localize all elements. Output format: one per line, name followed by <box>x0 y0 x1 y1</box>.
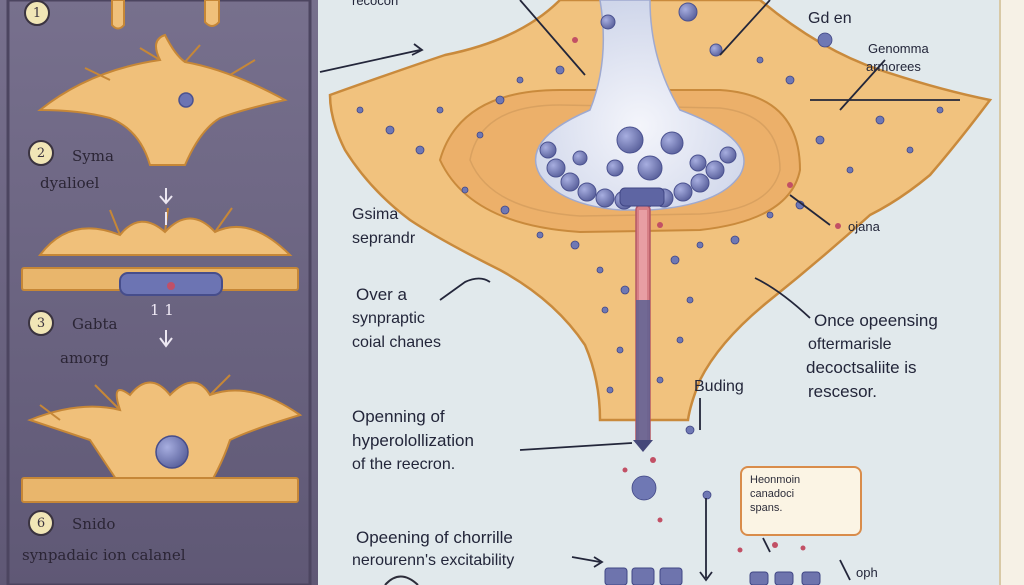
step-3-label-line1: Gabta <box>72 315 118 333</box>
step-number-1: 1 <box>24 0 50 26</box>
step-number-6: 6 <box>28 510 54 536</box>
label-over-line1: Over a <box>356 285 408 304</box>
label-openning-line3: of the reecron. <box>352 456 456 473</box>
label-over-line3: coial chanes <box>352 334 441 351</box>
label-bottom-line1: Opeening of chorrille <box>356 528 513 547</box>
label-openning-line1: Openning of <box>352 407 445 426</box>
callout-box: Heonmoin canadoci spans. <box>740 466 862 536</box>
neuron-step-1 <box>111 0 220 30</box>
label-ojana: ojana <box>848 219 880 234</box>
label-once-line1: Once opeensing <box>814 311 938 330</box>
step-2-label-line1: Syma <box>72 147 114 165</box>
step-3-label-line2: amorg <box>60 349 109 367</box>
label-genomma: Genomma <box>868 41 929 56</box>
label-seprandr: seprandr <box>352 230 416 247</box>
label-buding: Buding <box>694 378 744 395</box>
label-over-line2: synpraptic <box>352 310 425 327</box>
label-recocon: recocon <box>352 0 399 8</box>
neuron-step-2 <box>37 33 288 166</box>
label-armorees: armorees <box>866 59 921 74</box>
vesicles <box>572 2 723 181</box>
step-2-label-line2: dyalioel <box>40 174 100 192</box>
right-margin <box>1000 0 1024 585</box>
step-number-3: 3 <box>28 310 54 336</box>
label-once-line3: decoctsaliite is <box>806 358 917 377</box>
step-3-mark: 1 1 <box>150 301 174 319</box>
label-openning-line2: hyperolollization <box>352 431 474 450</box>
label-gd-en: Gd en <box>808 10 852 27</box>
label-bottom-line2: nerourenn's excitability <box>352 552 515 569</box>
label-gsima: Gsima <box>352 206 399 223</box>
callout-line2: canadoci <box>750 487 795 500</box>
callout-line3: spans. <box>750 501 783 514</box>
label-once-line4: rescesor. <box>808 382 877 401</box>
neurotransmitter-dots <box>356 32 944 501</box>
step-6-label-line1: Snido <box>72 515 116 533</box>
neuron-step-4 <box>21 374 303 503</box>
vesicle-rim <box>539 141 737 210</box>
receptors <box>604 567 821 585</box>
label-once-line2: oftermarisle <box>808 336 892 353</box>
step-number-2: 2 <box>28 140 54 166</box>
callout-line1: Heonmoin <box>750 474 801 486</box>
label-oph: oph <box>856 565 878 580</box>
neuron-step-3 <box>21 207 299 296</box>
step-6-label-line2: synpadaic ion calanel <box>22 546 186 564</box>
